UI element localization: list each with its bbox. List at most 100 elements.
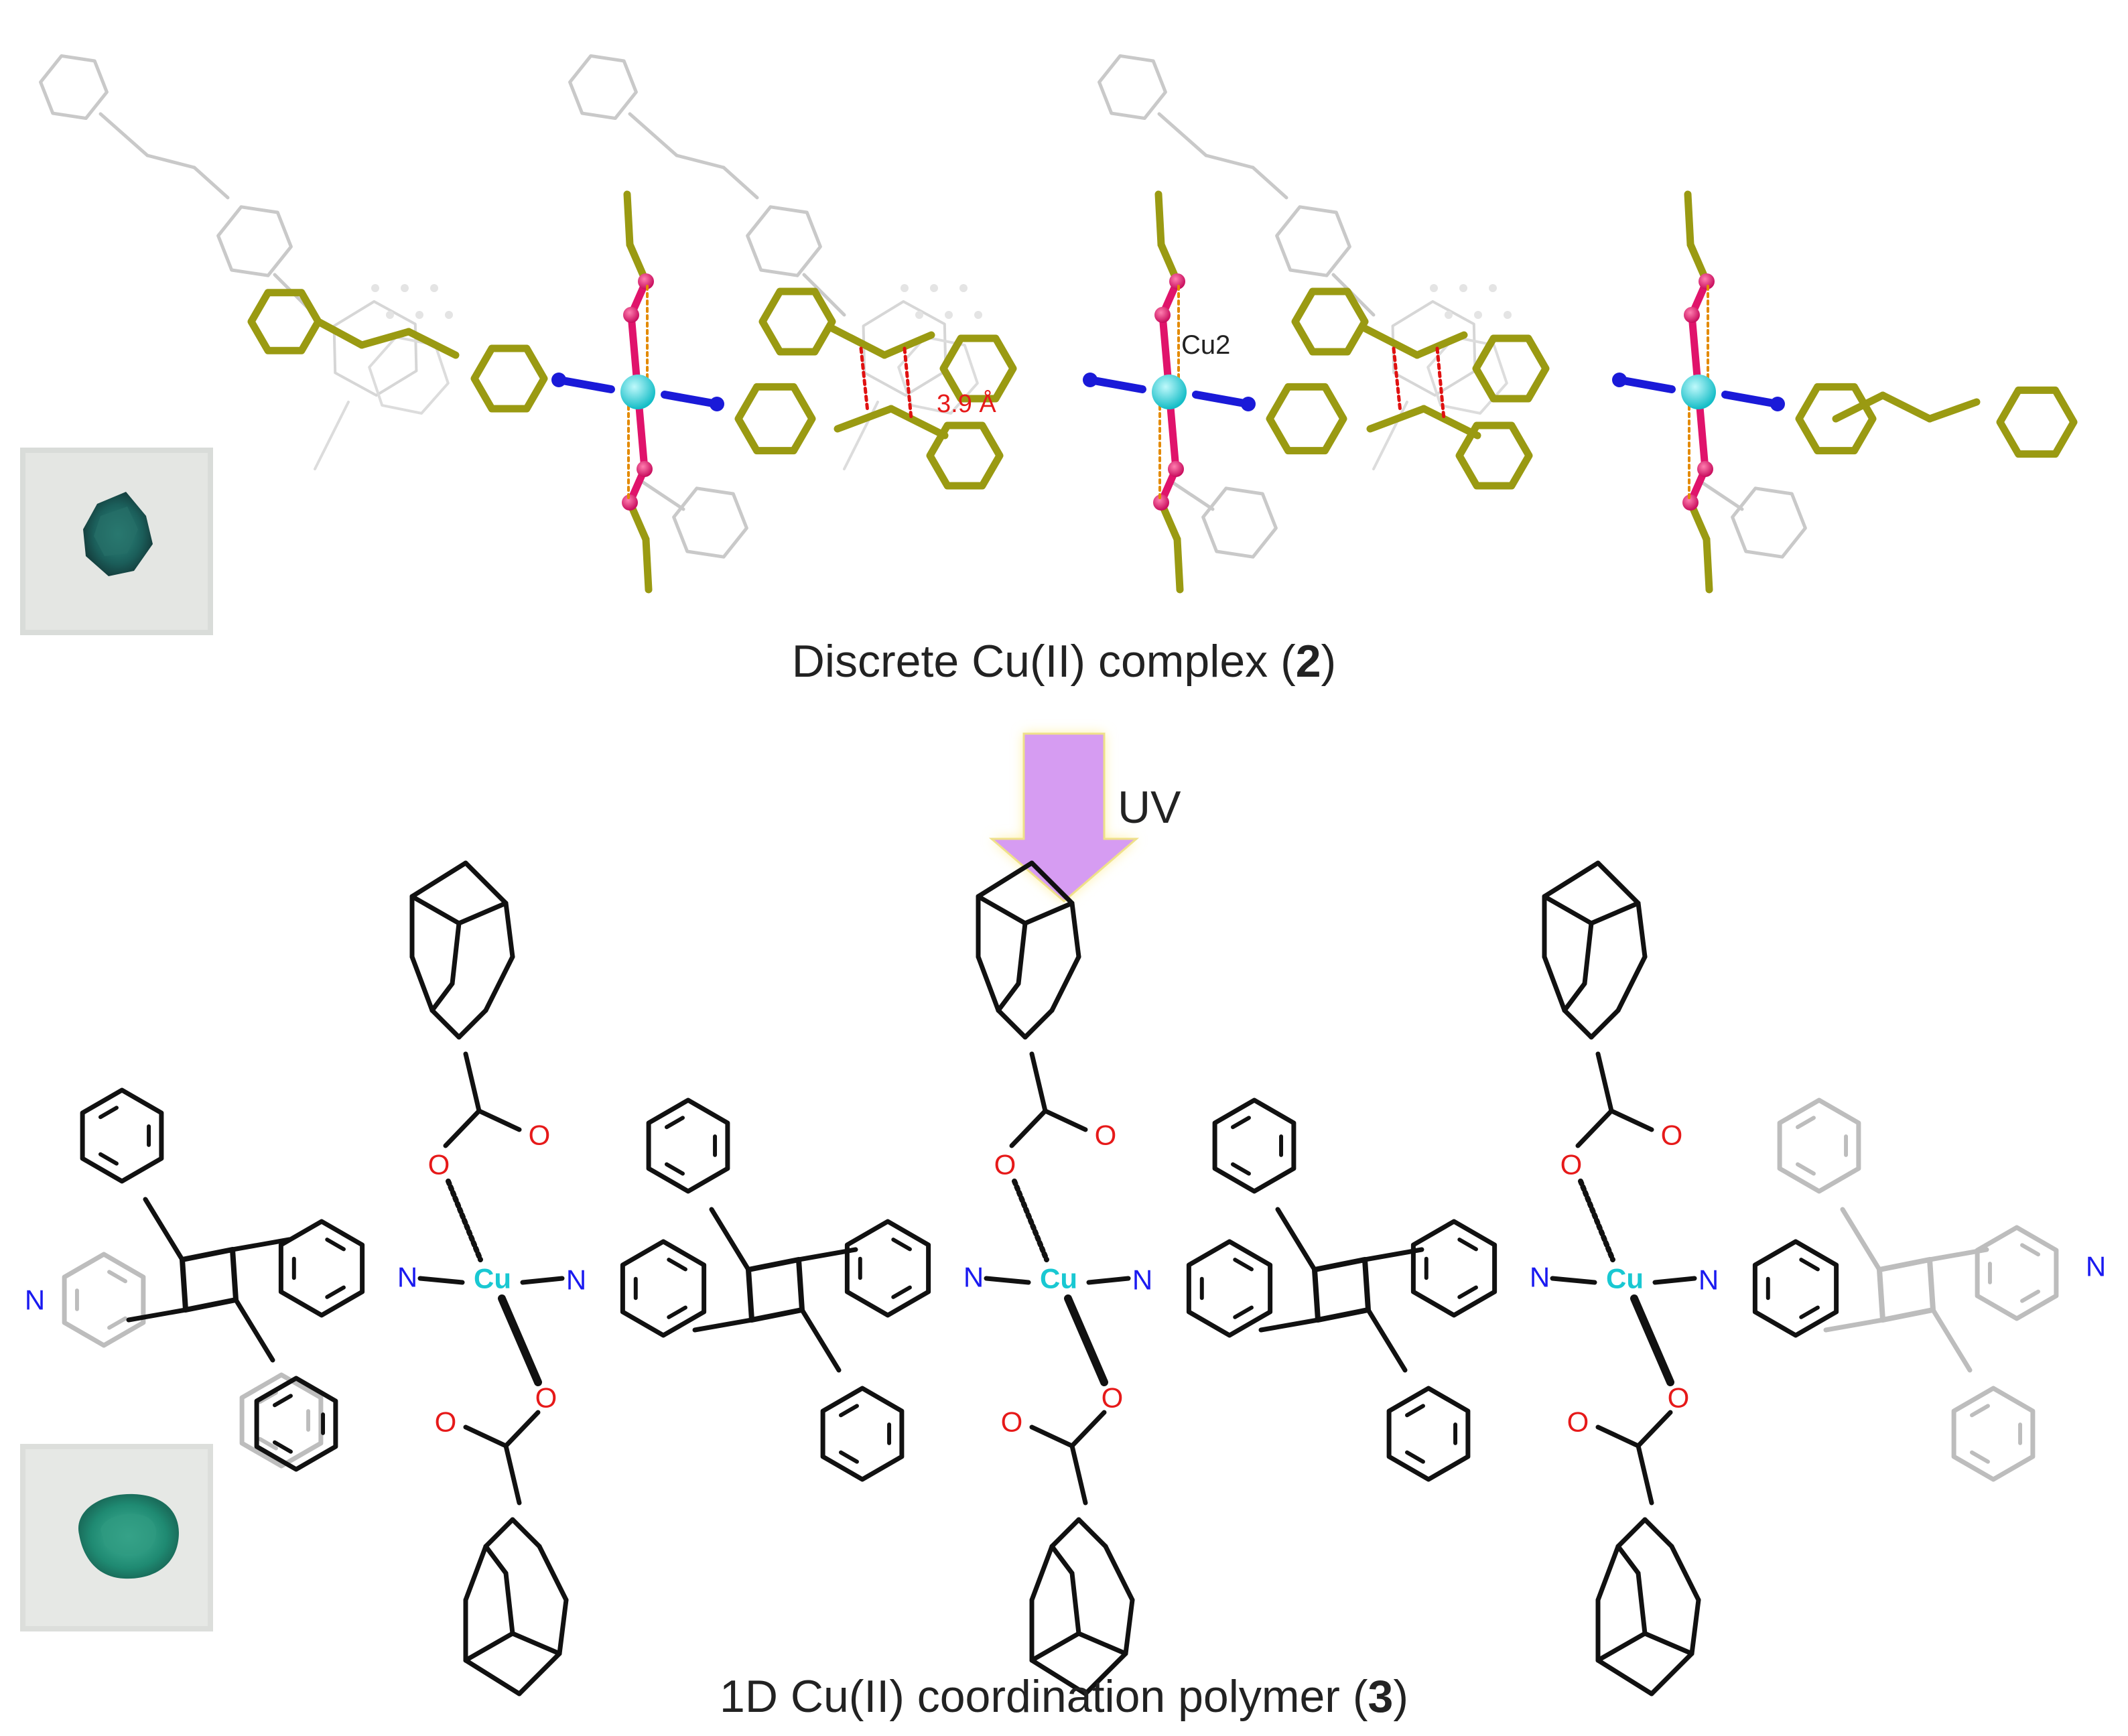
oxygen-label: O — [1668, 1382, 1690, 1414]
polymer-chain — [80, 860, 1839, 1696]
faded-pyridyl-ring — [1975, 1225, 2059, 1321]
adamantyl-bond — [1615, 1517, 1648, 1549]
cu-n-bond — [1550, 1276, 1597, 1285]
structure-annotations: 3.9 Å Cu2 — [937, 330, 1230, 418]
oxygen-label: O — [1095, 1120, 1117, 1151]
stacked-phenyl-ring — [1455, 421, 1533, 490]
copper-label: Cu — [1606, 1263, 1644, 1294]
oxygen-atom — [638, 273, 654, 289]
background-molecules — [39, 54, 1807, 559]
bg-atom — [1459, 284, 1467, 292]
double-bond — [1457, 1285, 1478, 1299]
bg-atom — [445, 311, 453, 319]
bg-bond — [1372, 401, 1408, 470]
adamantyl-bond — [1636, 900, 1648, 959]
adamantyl-bond — [1029, 1544, 1055, 1603]
bond — [1366, 1307, 1408, 1373]
oxygen-atom — [1697, 461, 1713, 477]
adamantyl-bond — [483, 954, 515, 1013]
bg-atom — [1445, 311, 1453, 319]
olefin-contact — [903, 346, 913, 421]
vinyl-bond — [314, 318, 366, 349]
nitrogen-atom — [1083, 373, 1098, 387]
adamantyl-bond — [463, 1544, 488, 1603]
adamantyl-bond — [1049, 1544, 1075, 1576]
c-o-bond — [463, 1424, 509, 1449]
stacked-phenyl-ring — [1291, 287, 1369, 356]
adamantyl-bond — [510, 1631, 562, 1656]
adamantyl-bond — [1016, 921, 1028, 986]
phenyl-ring — [646, 1097, 730, 1194]
bond — [233, 1297, 275, 1363]
pyridyl-ring — [844, 1219, 931, 1318]
adamantyl-bond — [1669, 1544, 1701, 1603]
bg-atom — [386, 311, 394, 319]
carboxyl-carbon — [642, 535, 653, 594]
nitrogen-label: N — [1530, 1262, 1550, 1293]
bg-adamantyl-cage — [332, 300, 418, 397]
bond — [1823, 1317, 1885, 1333]
nitrogen-label: N — [1699, 1264, 1719, 1296]
bond — [709, 1207, 751, 1272]
double-bond — [272, 1394, 293, 1408]
caption-2-suffix: ) — [1321, 636, 1337, 687]
cu-n-bond — [984, 1276, 1031, 1285]
double-bond — [1404, 1450, 1425, 1464]
double-bond — [2020, 1243, 2041, 1257]
caption-3-number: 3 — [1368, 1671, 1394, 1722]
oxygen-label: O — [994, 1149, 1016, 1181]
bg-adamantyl-cage — [897, 336, 979, 415]
pyridyl-ring — [1410, 1219, 1498, 1318]
uv-label: UV — [1118, 782, 1181, 833]
double-bond — [1969, 1450, 1990, 1464]
double-bond — [1799, 1258, 1820, 1272]
bond — [1362, 1247, 1424, 1262]
bond — [692, 1317, 754, 1333]
bg-atom — [1474, 311, 1482, 319]
double-bond — [107, 1316, 128, 1330]
olefin-contact — [1392, 346, 1402, 414]
crystal-photo-before — [20, 448, 213, 635]
bg-bond — [1251, 165, 1288, 200]
oxygen-label: O — [535, 1382, 557, 1414]
bg-atom — [1430, 284, 1438, 292]
nitrogen-label: N — [25, 1284, 45, 1316]
carboxyl-carbon — [1173, 535, 1184, 594]
c-o-bond — [1595, 1424, 1641, 1449]
adamantyl-bond — [463, 1658, 522, 1696]
bg-bond — [1171, 480, 1215, 511]
cu-n-bond — [417, 1276, 465, 1285]
ligand-phenyl-ring — [1996, 386, 2078, 458]
adamantyl-bond — [483, 1544, 509, 1576]
oxygen-label: O — [428, 1149, 450, 1181]
double-bond — [667, 1305, 687, 1319]
bond — [230, 1237, 292, 1252]
adamantyl-bond — [1595, 1658, 1654, 1696]
carboxyl-carbon — [1703, 535, 1713, 594]
nitrogen-label: N — [963, 1262, 984, 1293]
double-bond — [325, 1238, 346, 1252]
cu-o-wedge — [1064, 1294, 1108, 1386]
double-bond — [1795, 1162, 1816, 1176]
c-o-bond — [1575, 1108, 1614, 1148]
adamantyl-bond — [1595, 860, 1641, 906]
pyridyl-ring — [1752, 1239, 1839, 1338]
cyclobutane-ring — [1312, 1257, 1371, 1323]
bond — [1636, 1443, 1654, 1506]
nitrogen-label: N — [566, 1264, 586, 1296]
adamantyl-bond — [1636, 1571, 1648, 1636]
uv-arrow — [988, 732, 1140, 903]
bg-atom — [1489, 284, 1497, 292]
adamantyl-bond — [1103, 1544, 1135, 1603]
caption-2-prefix: Discrete Cu(II) complex ( — [792, 636, 1296, 687]
caption-3-suffix: ) — [1393, 1671, 1408, 1722]
nitrogen-atom — [551, 373, 566, 387]
ligand-pyridyl-ring — [1472, 334, 1550, 403]
cu-n-bond — [1086, 376, 1146, 393]
double-bond — [1230, 1116, 1251, 1130]
c-o-bond — [1029, 1424, 1075, 1449]
bg-atom — [901, 284, 909, 292]
bg-bond — [628, 112, 679, 157]
adamantyl-bond — [976, 894, 1028, 926]
adamantyl-bond — [1049, 1517, 1081, 1549]
